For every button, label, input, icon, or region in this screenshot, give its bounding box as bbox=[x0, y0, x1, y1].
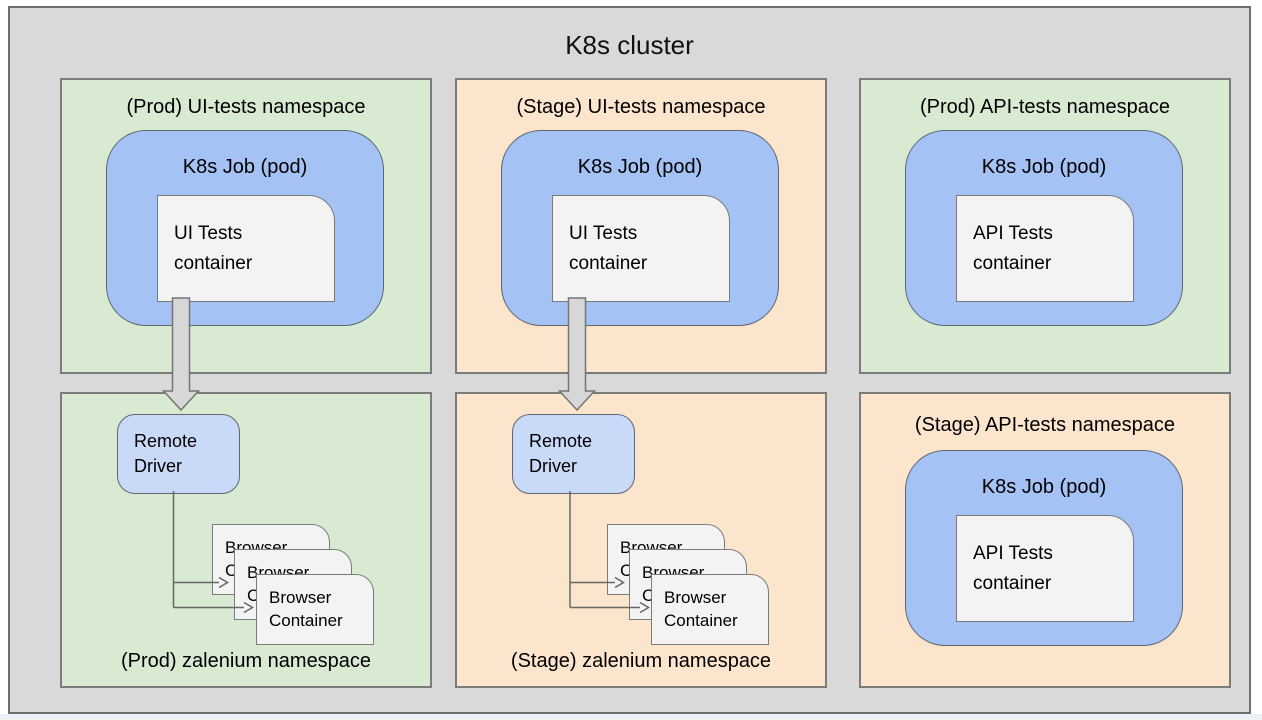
api-tests-container-node: API Tests container bbox=[956, 515, 1134, 622]
namespace-label: (Prod) API-tests namespace bbox=[919, 96, 1171, 118]
pod-title: K8s Job (pod) bbox=[981, 156, 1107, 178]
browser-container-label: Browser Container bbox=[269, 587, 343, 630]
namespace-stage-api-tests: (Stage) API-tests namespace K8s Job (pod… bbox=[859, 392, 1231, 688]
namespace-stage-zalenium: Remote Driver Browser Container Browser … bbox=[455, 392, 827, 688]
namespace-prod-api-tests: (Prod) API-tests namespace K8s Job (pod)… bbox=[859, 78, 1231, 374]
cluster-title: K8s cluster bbox=[565, 30, 694, 60]
api-tests-container-node: API Tests container bbox=[956, 195, 1134, 302]
container-label: API Tests container bbox=[973, 543, 1053, 594]
page-bottom-strip bbox=[0, 714, 1262, 720]
namespace-stage-ui-tests: (Stage) UI-tests namespace K8s Job (pod)… bbox=[455, 78, 827, 374]
browser-container-node: Browser Container bbox=[651, 574, 769, 645]
container-label: UI Tests container bbox=[569, 223, 648, 274]
container-label: API Tests container bbox=[973, 223, 1053, 274]
namespace-label: (Stage) zalenium namespace bbox=[510, 650, 772, 672]
browser-container-node: Browser Container bbox=[256, 574, 374, 645]
pod-title: K8s Job (pod) bbox=[182, 156, 308, 178]
container-label: UI Tests container bbox=[174, 223, 253, 274]
namespace-label: (Stage) API-tests namespace bbox=[914, 414, 1176, 436]
pod-title: K8s Job (pod) bbox=[577, 156, 703, 178]
namespace-label: (Prod) zalenium namespace bbox=[120, 650, 372, 672]
ui-tests-container-node: UI Tests container bbox=[552, 195, 730, 302]
namespace-label: (Prod) UI-tests namespace bbox=[126, 96, 366, 118]
namespace-prod-ui-tests: (Prod) UI-tests namespace K8s Job (pod) … bbox=[60, 78, 432, 374]
k8s-cluster-box: K8s cluster (Prod) UI-tests namespace K8… bbox=[8, 6, 1251, 714]
browser-container-label: Browser Container bbox=[664, 587, 738, 630]
pod-title: K8s Job (pod) bbox=[981, 476, 1107, 498]
remote-driver-node: Remote Driver bbox=[512, 414, 635, 494]
namespace-label: (Stage) UI-tests namespace bbox=[516, 96, 766, 118]
remote-driver-label: Remote Driver bbox=[134, 430, 198, 476]
remote-driver-label: Remote Driver bbox=[529, 430, 593, 476]
ui-tests-container-node: UI Tests container bbox=[157, 195, 335, 302]
remote-driver-node: Remote Driver bbox=[117, 414, 240, 494]
namespace-prod-zalenium: Remote Driver Browser Container Browser … bbox=[60, 392, 432, 688]
